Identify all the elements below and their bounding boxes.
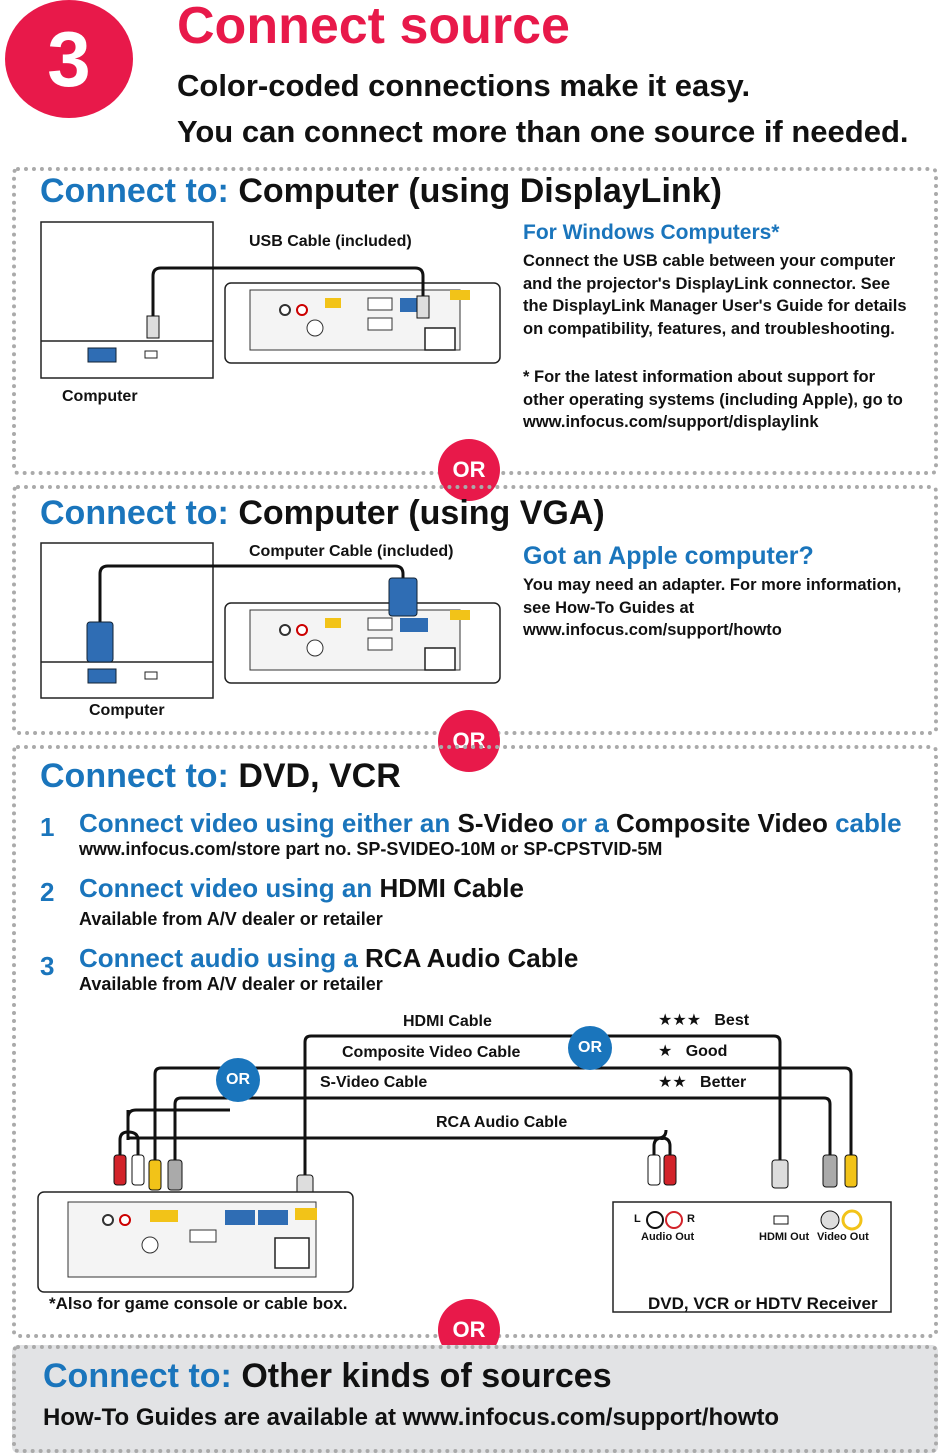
computer-cable-label: Computer Cable (included) bbox=[249, 543, 454, 560]
other-panel bbox=[12, 1345, 938, 1453]
dvd-step-2-text: Connect video using an HDMI Cable bbox=[79, 873, 524, 903]
vga-cable bbox=[86, 564, 418, 663]
quality-good: ★ Good bbox=[658, 1043, 728, 1060]
usb-cable-label: USB Cable (included) bbox=[249, 233, 412, 250]
displaylink-side-body: Connect the USB cable between your compu… bbox=[523, 252, 907, 338]
page-title: Connect source bbox=[177, 0, 570, 55]
other-sub: How-To Guides are available at www.infoc… bbox=[43, 1404, 780, 1431]
hdmi-out-label: HDMI Out bbox=[759, 1231, 810, 1243]
receiver-left-label: L bbox=[634, 1213, 641, 1225]
rca-cable-label: RCA Audio Cable bbox=[436, 1114, 568, 1131]
header-line-1: Color-coded connections make it easy. bbox=[177, 68, 751, 103]
quality-best: ★★★ Best bbox=[658, 1012, 750, 1029]
computer-label: Computer bbox=[62, 388, 138, 405]
receiver-right-label: R bbox=[687, 1213, 695, 1225]
audio-out-label: Audio Out bbox=[641, 1231, 695, 1243]
dvd-step-1-sub: www.infocus.com/store part no. SP-SVIDEO… bbox=[79, 839, 663, 859]
or-badge-hdmi-composite: OR bbox=[568, 1026, 612, 1070]
dvd-step-2-number: 2 bbox=[40, 877, 55, 907]
step-number-badge: 3 bbox=[5, 0, 133, 118]
video-out-label: Video Out bbox=[817, 1231, 869, 1243]
footnote: *Also for game console or cable box. bbox=[49, 1294, 348, 1313]
quality-better: ★★ Better bbox=[658, 1074, 747, 1091]
receiver-label: DVD, VCR or HDTV Receiver bbox=[648, 1294, 878, 1313]
displaylink-note: * For the latest information about suppo… bbox=[523, 366, 903, 434]
or-badge-svideo: OR bbox=[216, 1058, 260, 1102]
dvd-step-1-number: 1 bbox=[40, 812, 55, 842]
vga-computer-label: Computer bbox=[89, 702, 165, 719]
dvd-step-3-text: Connect audio using a RCA Audio Cable bbox=[79, 943, 579, 973]
displaylink-url[interactable]: www.infocus.com/support/displaylink bbox=[523, 413, 819, 431]
howto-url[interactable]: www.infocus.com/support/howto bbox=[523, 621, 782, 639]
vga-projector-illustration bbox=[224, 602, 501, 684]
vga-heading: Connect to: Computer (using VGA) bbox=[40, 494, 605, 532]
displaylink-heading: Connect to: Computer (using DisplayLink) bbox=[40, 172, 722, 210]
computer-illustration bbox=[40, 221, 214, 379]
cable-diagram bbox=[37, 1034, 892, 1313]
svideo-cable-label: S-Video Cable bbox=[320, 1074, 428, 1091]
vga-side-title: Got an Apple computer? bbox=[523, 542, 814, 570]
header-line-2: You can connect more than one source if … bbox=[177, 114, 909, 149]
composite-cable-label: Composite Video Cable bbox=[342, 1044, 521, 1061]
vga-side-body: You may need an adapter. For more inform… bbox=[523, 574, 901, 642]
other-heading: Connect to: Other kinds of sources bbox=[43, 1357, 612, 1395]
dvd-step-3-sub: Available from A/V dealer or retailer bbox=[79, 974, 383, 994]
or-badge-1: OR bbox=[438, 439, 500, 501]
dvd-step-2-sub: Available from A/V dealer or retailer bbox=[79, 909, 383, 929]
dvd-heading: Connect to: DVD, VCR bbox=[40, 757, 401, 795]
displaylink-side-title: For Windows Computers* bbox=[523, 221, 780, 244]
vga-computer-illustration bbox=[40, 542, 214, 699]
hdmi-cable-label: HDMI Cable bbox=[403, 1013, 492, 1030]
dvd-step-3-number: 3 bbox=[40, 951, 55, 981]
dvd-step-1-text: Connect video using either an S-Video or… bbox=[79, 808, 902, 838]
usb-cable bbox=[146, 266, 430, 339]
